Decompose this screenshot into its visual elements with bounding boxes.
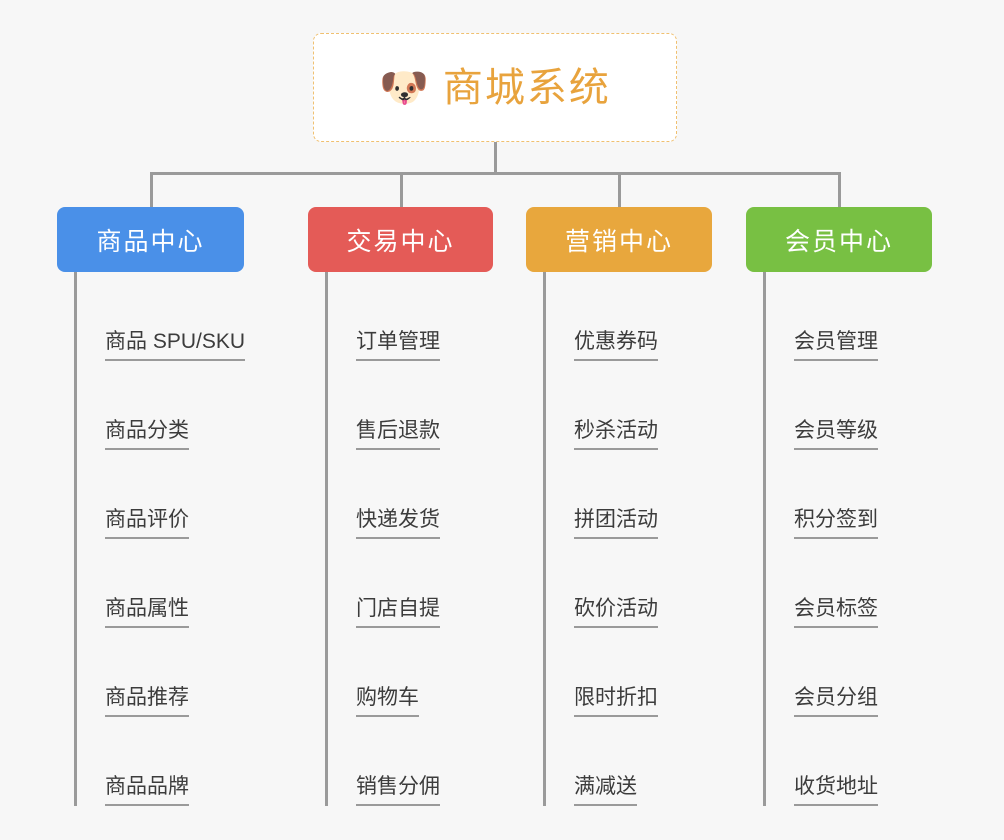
list-item[interactable]: 会员等级: [766, 361, 932, 450]
list-item[interactable]: 商品分类: [77, 361, 244, 450]
branch-items-product-center: 商品 SPU/SKU 商品分类 商品评价 商品属性 商品推荐 商品品牌: [74, 272, 246, 806]
list-item-label: 订单管理: [356, 331, 440, 361]
list-item[interactable]: 销售分佣: [328, 717, 493, 806]
list-item[interactable]: 秒杀活动: [546, 361, 712, 450]
root-node[interactable]: 🐶 商城系统: [313, 33, 677, 142]
list-item-label: 购物车: [356, 687, 419, 717]
list-item[interactable]: 限时折扣: [546, 628, 712, 717]
list-item-label: 限时折扣: [574, 687, 658, 717]
list-item-label: 会员标签: [794, 598, 878, 628]
connector-drop-3: [618, 172, 621, 208]
branch-column-product-center: 商品中心 商品 SPU/SKU 商品分类 商品评价 商品属性 商品推荐 商品品牌: [57, 207, 246, 806]
list-item-label: 销售分佣: [356, 776, 440, 806]
list-item-label: 积分签到: [794, 509, 878, 539]
branch-header-trade-center[interactable]: 交易中心: [308, 207, 493, 272]
list-item[interactable]: 商品 SPU/SKU: [77, 272, 246, 361]
list-item[interactable]: 优惠券码: [546, 272, 712, 361]
root-title: 商城系统: [442, 65, 611, 110]
list-item-label: 砍价活动: [574, 598, 658, 628]
list-item[interactable]: 快递发货: [328, 450, 493, 539]
list-item[interactable]: 商品评价: [77, 450, 244, 539]
list-item-label: 会员管理: [794, 331, 878, 361]
branch-column-trade-center: 交易中心 订单管理 售后退款 快递发货 门店自提 购物车 销售分佣: [308, 207, 493, 806]
branch-items-marketing-center: 优惠券码 秒杀活动 拼团活动 砍价活动 限时折扣 满减送: [543, 272, 712, 806]
branch-header-product-center[interactable]: 商品中心: [57, 207, 244, 272]
connector-horizontal-bus: [150, 172, 841, 175]
branch-column-marketing-center: 营销中心 优惠券码 秒杀活动 拼团活动 砍价活动 限时折扣 满减送: [526, 207, 712, 806]
list-item[interactable]: 商品品牌: [77, 717, 244, 806]
list-item[interactable]: 商品属性: [77, 539, 244, 628]
connector-drop-2: [400, 172, 403, 208]
connector-drop-1: [150, 172, 153, 208]
list-item-label: 优惠券码: [574, 331, 658, 361]
list-item-label: 售后退款: [356, 420, 440, 450]
list-item[interactable]: 订单管理: [328, 272, 493, 361]
list-item-label: 商品 SPU/SKU: [105, 331, 246, 361]
list-item-label: 会员分组: [794, 687, 878, 717]
branch-header-marketing-center[interactable]: 营销中心: [526, 207, 712, 272]
connector-drop-4: [838, 172, 841, 208]
connector-root-stem: [494, 142, 497, 174]
list-item-label: 商品品牌: [105, 776, 189, 806]
list-item[interactable]: 会员分组: [766, 628, 932, 717]
branch-column-member-center: 会员中心 会员管理 会员等级 积分签到 会员标签 会员分组 收货地址: [746, 207, 932, 806]
branch-header-member-center[interactable]: 会员中心: [746, 207, 932, 272]
list-item[interactable]: 收货地址: [766, 717, 932, 806]
list-item[interactable]: 门店自提: [328, 539, 493, 628]
list-item[interactable]: 会员管理: [766, 272, 932, 361]
list-item-label: 商品推荐: [105, 687, 189, 717]
list-item[interactable]: 售后退款: [328, 361, 493, 450]
list-item-label: 秒杀活动: [574, 420, 658, 450]
list-item-label: 商品评价: [105, 509, 189, 539]
dog-face-icon: 🐶: [379, 65, 429, 110]
branch-items-trade-center: 订单管理 售后退款 快递发货 门店自提 购物车 销售分佣: [325, 272, 493, 806]
list-item-label: 商品属性: [105, 598, 189, 628]
list-item-label: 收货地址: [794, 776, 878, 806]
list-item-label: 满减送: [574, 776, 637, 806]
list-item-label: 会员等级: [794, 420, 878, 450]
list-item-label: 商品分类: [105, 420, 189, 450]
list-item-label: 快递发货: [356, 509, 440, 539]
list-item[interactable]: 满减送: [546, 717, 712, 806]
branch-items-member-center: 会员管理 会员等级 积分签到 会员标签 会员分组 收货地址: [763, 272, 932, 806]
list-item[interactable]: 砍价活动: [546, 539, 712, 628]
list-item[interactable]: 商品推荐: [77, 628, 244, 717]
list-item[interactable]: 会员标签: [766, 539, 932, 628]
list-item[interactable]: 积分签到: [766, 450, 932, 539]
list-item[interactable]: 拼团活动: [546, 450, 712, 539]
list-item-label: 拼团活动: [574, 509, 658, 539]
list-item[interactable]: 购物车: [328, 628, 493, 717]
list-item-label: 门店自提: [356, 598, 440, 628]
